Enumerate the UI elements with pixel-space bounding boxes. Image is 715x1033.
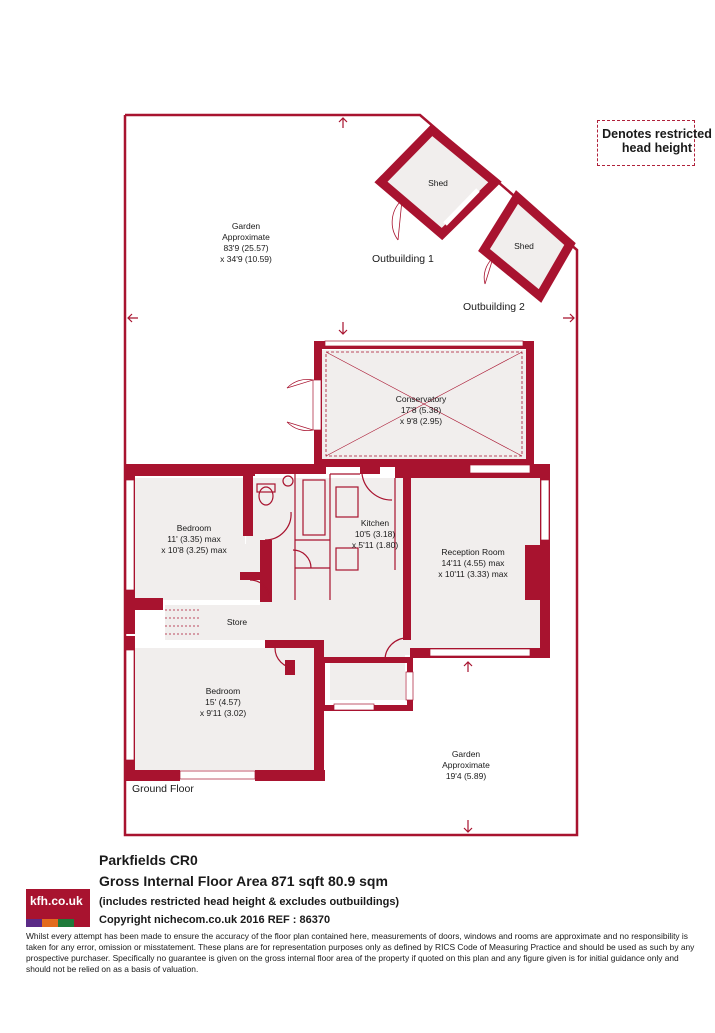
kitchen-label: Kitchen bbox=[361, 518, 390, 528]
shed-1 bbox=[374, 123, 502, 241]
outbuilding-1-label: Outbuilding 1 bbox=[372, 253, 434, 265]
shed-1-label: Shed bbox=[428, 178, 448, 188]
windows bbox=[125, 464, 550, 780]
garden-rear-line3: 83'9 (25.57) bbox=[223, 243, 268, 253]
porch bbox=[319, 657, 414, 711]
reception-line3: x 10'11 (3.33) max bbox=[438, 569, 508, 579]
garden-front-label: Garden bbox=[452, 749, 481, 759]
outbuilding-2-label: Outbuilding 2 bbox=[463, 301, 525, 313]
reception-label: Reception Room bbox=[441, 547, 504, 557]
garden-front-line2: Approximate bbox=[442, 760, 490, 770]
floor-label: Ground Floor bbox=[132, 783, 194, 795]
store-label: Store bbox=[227, 617, 248, 627]
bedroom-2-line3: x 9'11 (3.02) bbox=[200, 708, 247, 718]
logo-text: kfh.co.uk bbox=[30, 894, 83, 908]
copyright: Copyright nichecom.co.uk 2016 REF : 8637… bbox=[99, 914, 331, 926]
bedroom-2-line2: 15' (4.57) bbox=[205, 697, 241, 707]
garden-rear-line2: Approximate bbox=[222, 232, 270, 242]
conservatory-line2: 17'8 (5.38) bbox=[401, 405, 442, 415]
area-note: (includes restricted head height & exclu… bbox=[99, 896, 400, 908]
restricted-height-legend-text: Denotes restricted head height bbox=[602, 127, 712, 155]
shed-2 bbox=[478, 190, 576, 303]
bedroom-2-label: Bedroom bbox=[206, 686, 241, 696]
garden-rear-line4: x 34'9 (10.59) bbox=[220, 254, 272, 264]
shed-2-label: Shed bbox=[514, 241, 534, 251]
bedroom-1-line3: x 10'8 (3.25) max bbox=[161, 545, 227, 555]
boundary-arrows bbox=[127, 117, 575, 833]
reception-line2: 14'11 (4.55) max bbox=[442, 558, 506, 568]
conservatory-label: Conservatory bbox=[396, 394, 447, 404]
interior-lines bbox=[249, 473, 408, 669]
restricted-height-legend-box bbox=[597, 120, 695, 166]
floor-area: Gross Internal Floor Area 871 sqft 80.9 … bbox=[99, 873, 388, 889]
conservatory bbox=[286, 340, 534, 467]
property-title: Parkfields CR0 bbox=[99, 852, 198, 868]
kitchen-line2: 10'5 (3.18) bbox=[355, 529, 396, 539]
garden-rear-label: Garden bbox=[232, 221, 261, 231]
bedroom-1-label: Bedroom bbox=[177, 523, 212, 533]
conservatory-line3: x 9'8 (2.95) bbox=[400, 416, 442, 426]
bedroom-1-line2: 11' (3.35) max bbox=[167, 534, 221, 544]
store-stairs bbox=[165, 609, 200, 635]
kfh-logo: kfh.co.uk bbox=[26, 889, 90, 927]
disclaimer: Whilst every attempt has been made to en… bbox=[26, 931, 695, 974]
garden-front-line3: 19'4 (5.89) bbox=[446, 771, 487, 781]
logo-color-strip bbox=[26, 919, 90, 927]
kitchen-line3: x 5'11 (1.80) bbox=[352, 540, 399, 550]
